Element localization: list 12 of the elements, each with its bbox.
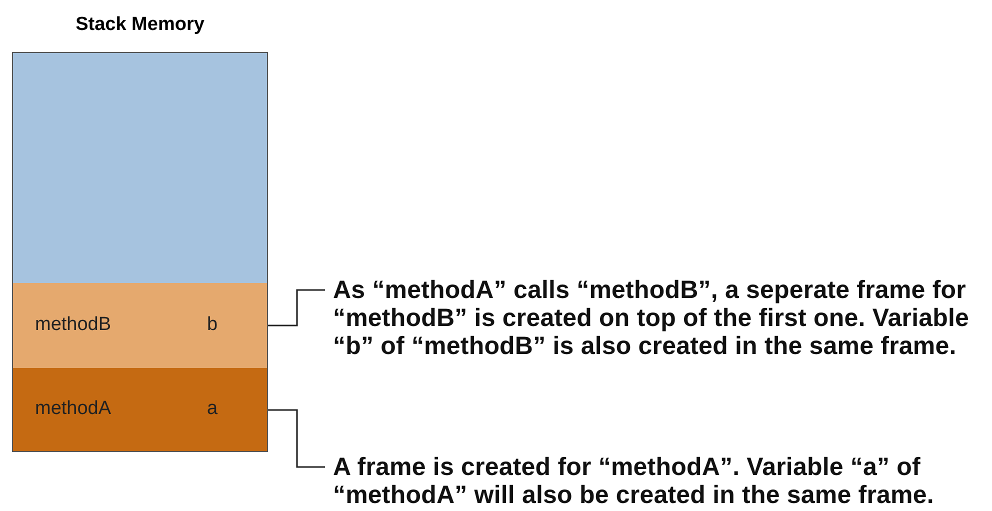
annotation-text: As “methodA” calls “methodB”, a seperate frame for “methodB” is created on top of the first one. Variable “b” of “methodB” is also created in the same frame. [333, 276, 988, 360]
free-stack-space [12, 52, 268, 283]
leader-line [268, 409, 325, 468]
stack-frame [12, 368, 268, 452]
column-heading: Stack Memory [74, 14, 206, 36]
frame-name: methodA [35, 398, 112, 420]
frame-name: methodB [35, 314, 112, 336]
stack-frame [12, 283, 268, 368]
variable-name: b [207, 314, 218, 336]
variable-name: a [207, 398, 218, 420]
annotation-text: A frame is created for “methodA”. Variable “a” of “methodA” will also be created in the same frame. [333, 453, 988, 509]
leader-line [268, 289, 325, 326]
